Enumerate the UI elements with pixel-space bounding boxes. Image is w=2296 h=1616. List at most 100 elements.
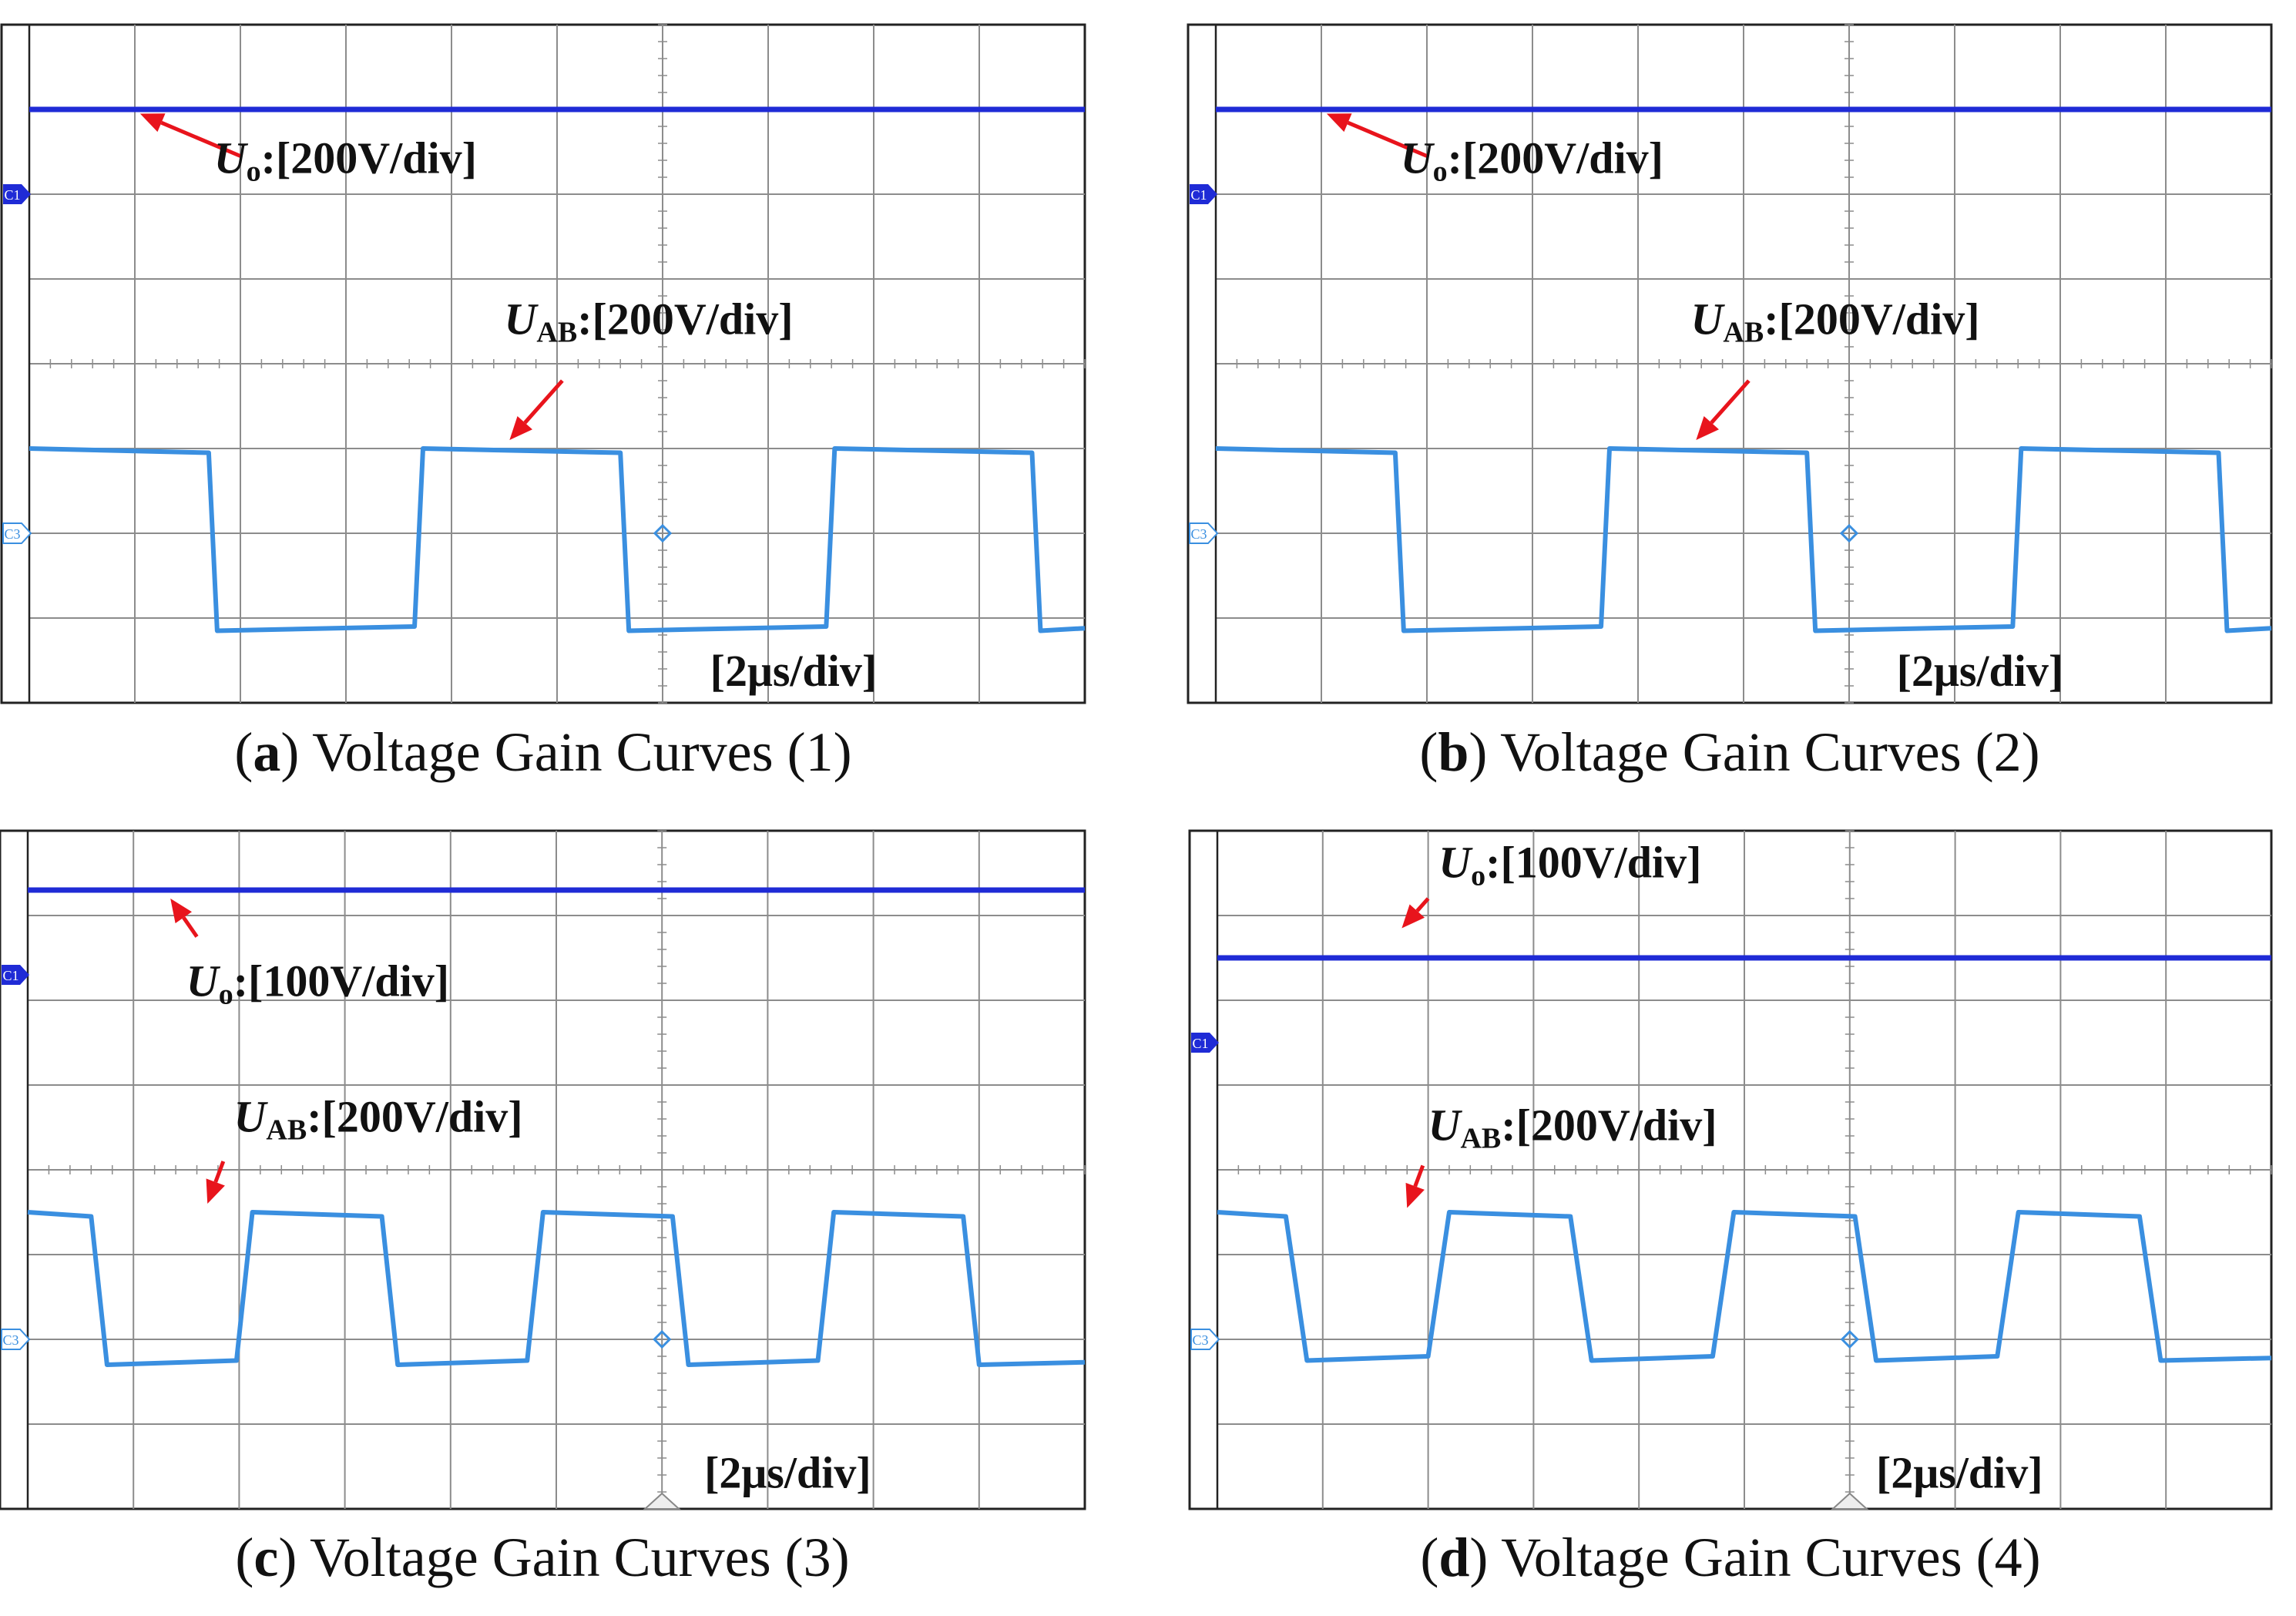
caption-text: ) Voltage Gain Curves (3) — [278, 1527, 849, 1588]
uab-label-subscript: AB — [266, 1114, 307, 1147]
trigger-position-marker — [643, 1492, 681, 1510]
panel-caption-d: (d) Voltage Gain Curves (4) — [1420, 1527, 2040, 1588]
uo-label-scale: :[200V/div] — [1448, 133, 1663, 183]
time-scale-label: [2μs/div] — [1876, 1448, 2043, 1498]
channel-marker-c3-label: C3 — [2, 1332, 18, 1348]
channel-marker-c3-shape — [1, 1329, 31, 1350]
channel-marker-c1-label: C1 — [1190, 187, 1207, 203]
caption-letter: b — [1438, 721, 1469, 783]
uo-arrow — [170, 899, 199, 938]
panel-b: C1C3Uo:[200V/div]UAB:[200V/div][2μs/div]… — [1187, 23, 2273, 783]
uab-arrow-head — [1405, 1182, 1425, 1208]
channel-marker-c3: C3 — [1189, 522, 1219, 544]
channel-marker-c1: C1 — [1191, 1033, 1219, 1053]
uab-label: UAB:[200V/div] — [1428, 1100, 1717, 1155]
uab-label-scale: :[200V/div] — [1764, 294, 1979, 344]
trace-uab — [1215, 446, 2272, 633]
uo-arrow — [1401, 897, 1430, 929]
uab-arrow-shaft — [213, 1161, 226, 1183]
uo-label-subscript: o — [1433, 156, 1448, 188]
uab-arrow-head — [1696, 415, 1720, 440]
center-ticks — [1217, 830, 2272, 1510]
trigger-marker — [1839, 523, 1859, 543]
trigger-marker — [653, 523, 673, 543]
uab-arrow-shaft — [1413, 1164, 1425, 1188]
center-ticks — [27, 830, 1086, 1510]
uo-label-scale: :[100V/div] — [1485, 838, 1701, 888]
time-scale-label: [2μs/div] — [704, 1448, 871, 1498]
uab-arrow-head — [206, 1178, 225, 1204]
panel-caption-a: (a) Voltage Gain Curves (1) — [234, 721, 851, 783]
uab-arrow — [509, 379, 564, 440]
uo-arrow — [139, 113, 241, 158]
channel-marker-c3-shape — [1189, 522, 1219, 544]
uab-label-scale: :[200V/div] — [307, 1092, 522, 1142]
uo-label-symbol: U — [186, 956, 221, 1006]
trigger-marker — [1840, 1329, 1859, 1349]
channel-marker-c3-label: C3 — [1192, 1332, 1208, 1348]
uo-label-subscript: o — [219, 979, 233, 1011]
caption-letter: a — [253, 721, 280, 783]
caption-open: ( — [1420, 1527, 1438, 1588]
caption-open: ( — [1419, 721, 1438, 783]
uab-label-symbol: U — [1428, 1100, 1463, 1151]
uo-label: Uo:[200V/div] — [214, 133, 477, 188]
channel-marker-c3-shape — [2, 522, 32, 544]
grid — [29, 25, 1085, 703]
channel-marker-c3: C3 — [2, 522, 32, 544]
caption-open: ( — [234, 721, 253, 783]
uab-label-scale: :[200V/div] — [1501, 1100, 1717, 1151]
uo-arrow-shaft — [1415, 897, 1430, 912]
caption-letter: c — [253, 1527, 278, 1588]
uo-label-symbol: U — [1401, 133, 1435, 183]
uab-arrow-shaft — [1710, 379, 1751, 425]
trigger-marker — [653, 1329, 672, 1349]
channel-marker-c3: C3 — [1190, 1329, 1220, 1350]
channel-marker-c1: C1 — [2, 965, 29, 985]
channel-marker-c3-label: C3 — [1190, 526, 1207, 542]
uo-arrow-head — [1326, 113, 1352, 133]
channel-marker-c1: C1 — [1190, 184, 1217, 204]
caption-letter: d — [1438, 1527, 1469, 1588]
uo-arrow-head — [139, 113, 166, 133]
uab-label-symbol: U — [505, 294, 539, 344]
uab-label-symbol: U — [234, 1092, 269, 1142]
uo-arrow-shaft — [160, 120, 241, 158]
uo-label-subscript: o — [247, 156, 261, 188]
uab-label: UAB:[200V/div] — [505, 294, 794, 349]
panel-c: C1C3Uo:[100V/div]UAB:[200V/div][2μs/div]… — [0, 829, 1086, 1588]
trace-uab — [29, 446, 1086, 633]
uab-label-subscript: AB — [1723, 317, 1764, 349]
channel-marker-c1-shape — [3, 184, 31, 204]
panel-caption-c: (c) Voltage Gain Curves (3) — [235, 1527, 849, 1588]
center-ticks — [29, 24, 1086, 704]
uo-label-symbol: U — [214, 133, 249, 183]
uo-label-subscript: o — [1471, 860, 1485, 892]
uab-arrow-head — [509, 415, 533, 440]
channel-marker-c3-shape — [1190, 1329, 1220, 1350]
uab-arrow-shaft — [523, 379, 564, 425]
uo-label-scale: :[200V/div] — [261, 133, 477, 183]
channel-marker-c1-shape — [1191, 1033, 1219, 1053]
uo-label: Uo:[100V/div] — [1438, 838, 1701, 892]
time-scale-label: [2μs/div] — [710, 646, 878, 696]
uab-arrow — [1405, 1164, 1425, 1208]
uab-label-subscript: AB — [536, 317, 577, 349]
caption-text: ) Voltage Gain Curves (4) — [1469, 1527, 2040, 1588]
uo-arrow-shaft — [182, 916, 199, 938]
trigger-position-marker — [1831, 1492, 1869, 1510]
channel-marker-c1-shape — [2, 965, 29, 985]
uo-label-scale: :[100V/div] — [233, 956, 449, 1006]
uo-arrow-head — [1401, 904, 1425, 929]
caption-open: ( — [235, 1527, 253, 1588]
uo-label: Uo:[100V/div] — [186, 956, 449, 1011]
channel-marker-c1-shape — [1190, 184, 1217, 204]
time-scale-label: [2μs/div] — [1897, 646, 2064, 696]
uab-label: UAB:[200V/div] — [234, 1092, 523, 1147]
uo-arrow-head — [170, 899, 192, 924]
uab-label: UAB:[200V/div] — [1691, 294, 1980, 349]
channel-marker-c1-label: C1 — [1192, 1036, 1208, 1051]
